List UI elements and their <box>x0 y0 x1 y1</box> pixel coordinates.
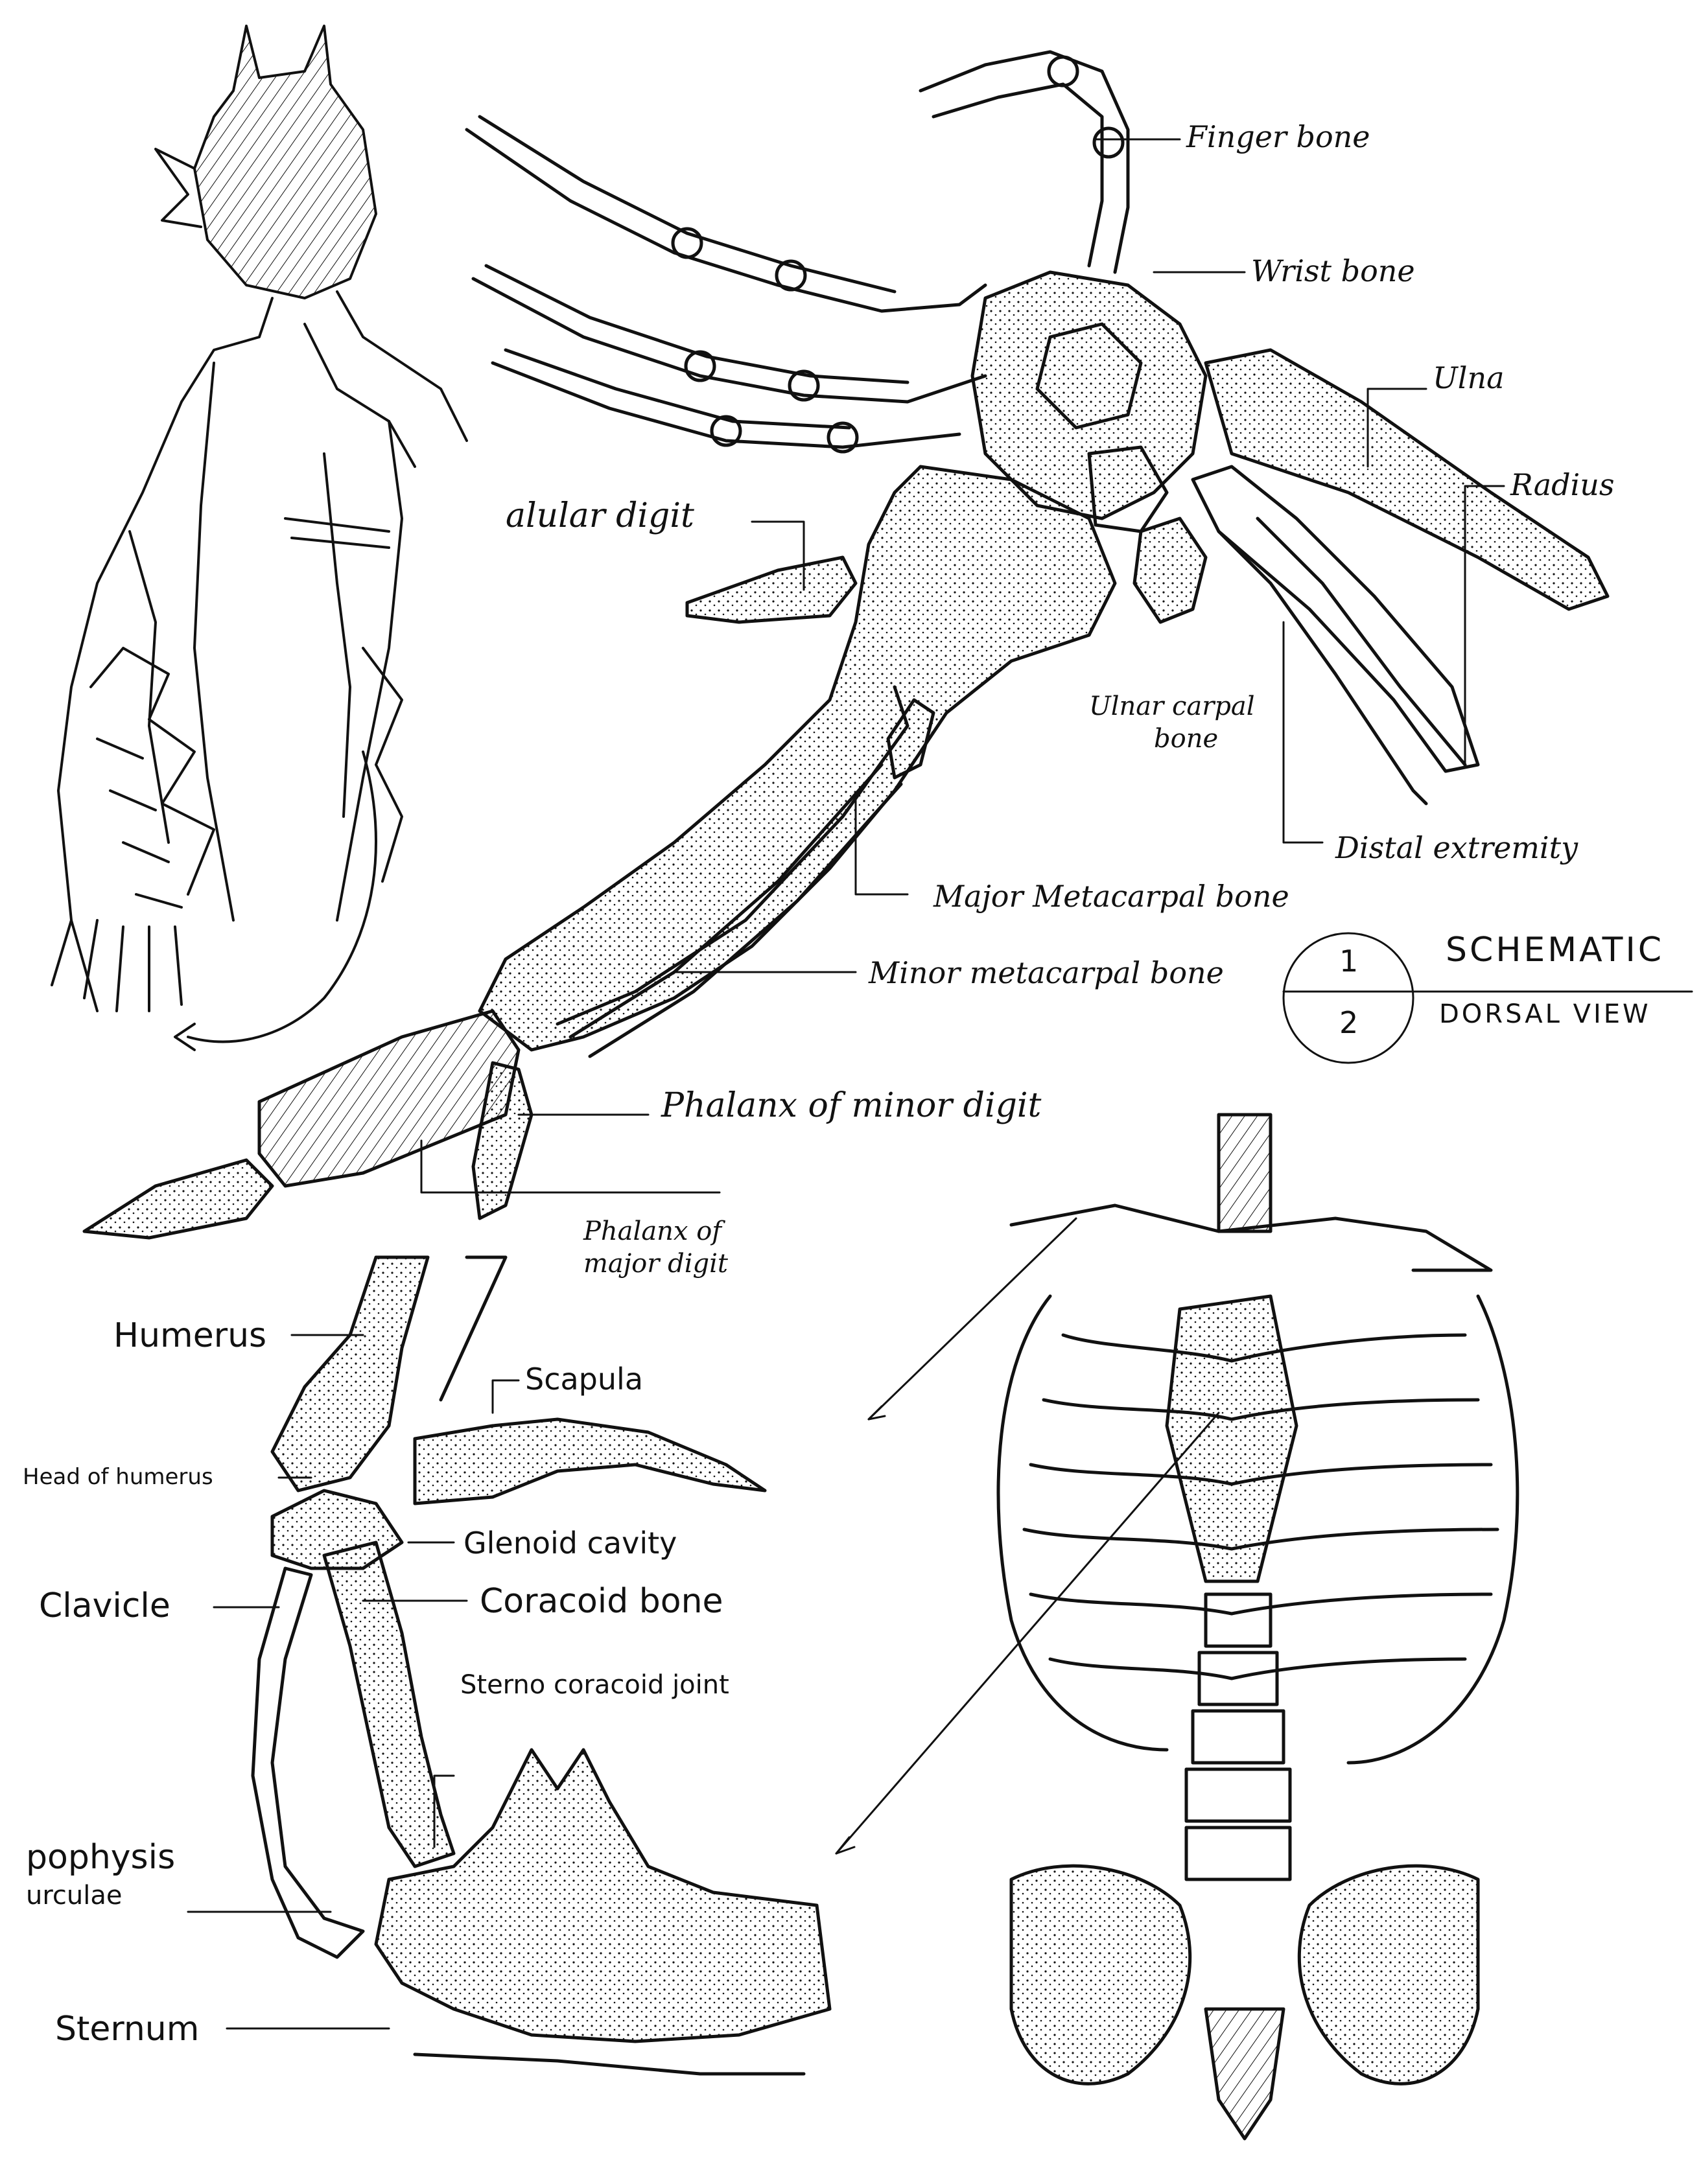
ulna-radius <box>1191 348 1610 806</box>
pelvis <box>1009 1864 1480 2141</box>
label-alular-digit: alular digit <box>506 496 694 535</box>
label-distal-extremity: Distal extremity <box>1335 830 1578 865</box>
label-ulna: Ulna <box>1433 360 1505 395</box>
label-glenoid-cavity: Glenoid cavity <box>463 1526 677 1561</box>
schematic-number-2: 2 <box>1339 1005 1359 1040</box>
wing-skeleton-drawing <box>82 50 1610 1240</box>
label-finger-bone: Finger bone <box>1186 119 1370 154</box>
character-sketch <box>51 25 468 1051</box>
label-head-of-humerus: Head of humerus <box>23 1464 213 1490</box>
rib-cage <box>996 1294 1519 1765</box>
schematic-title: SCHEMATIC <box>1446 931 1665 970</box>
label-scapula: Scapula <box>525 1362 644 1397</box>
label-minor-metacarpal-bone: Minor metacarpal bone <box>869 955 1224 990</box>
label-major-metacarpal-bone: Major Metacarpal bone <box>933 879 1289 914</box>
label-phalanx-major-digit-line1: Phalanx of <box>583 1216 722 1246</box>
schematic-subtitle: DORSAL VIEW <box>1439 999 1651 1029</box>
alular-digit-shape <box>685 555 858 624</box>
label-sterno-coracoid-joint: Sterno coracoid joint <box>460 1670 729 1700</box>
label-ulnar-carpal-line2: bone <box>1154 724 1219 754</box>
label-wrist-bone: Wrist bone <box>1251 253 1415 288</box>
leader-lines <box>187 138 1693 2030</box>
phalanx-major-digit-shape <box>82 1009 521 1240</box>
label-apophysis-line1: pophysis <box>26 1838 176 1877</box>
shoulder-girdle-drawing <box>251 1255 832 2076</box>
schematic-number-1: 1 <box>1339 944 1359 979</box>
label-humerus: Humerus <box>113 1316 267 1355</box>
coracoid-bone-shape <box>322 1540 456 1868</box>
ulnar-carpal-bone-shape <box>1132 517 1208 624</box>
phalanx-minor-digit-shape <box>471 1061 534 1220</box>
label-sternum: Sternum <box>55 2010 200 2049</box>
label-clavicle: Clavicle <box>39 1586 170 1625</box>
carpometacarpus <box>478 465 1117 1058</box>
label-phalanx-major-digit-line2: major digit <box>583 1249 728 1279</box>
wrist-bone-cluster <box>970 270 1208 533</box>
label-phalanx-minor-digit: Phalanx of minor digit <box>661 1086 1042 1125</box>
label-radius: Radius <box>1510 467 1615 502</box>
sternum-shape <box>374 1748 832 2043</box>
label-ulnar-carpal-line1: Ulnar carpal <box>1089 691 1255 721</box>
clavicle-shape <box>251 1566 365 1959</box>
label-apophysis-line2: urculae <box>26 1881 123 1911</box>
torso-skeleton-drawing <box>996 1113 1519 2141</box>
label-coracoid-bone: Coracoid bone <box>480 1582 723 1621</box>
finger-bones <box>465 50 1130 454</box>
humerus-shape <box>270 1255 430 1493</box>
scapula-shape <box>413 1417 767 1505</box>
spine <box>1184 1592 1292 1881</box>
